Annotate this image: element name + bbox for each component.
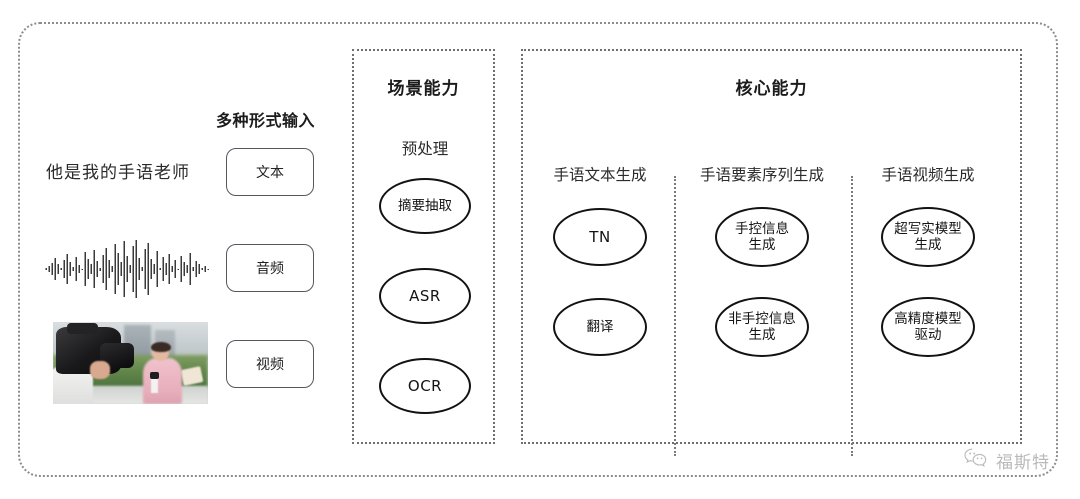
scene-panel-title: 场景能力: [387, 79, 460, 99]
outer-frame: [18, 22, 1058, 477]
watermark: 福斯特: [963, 447, 1050, 473]
watermark-text: 福斯特: [996, 452, 1050, 473]
wechat-icon: [963, 447, 989, 473]
audio-waveform-icon: [44, 238, 212, 300]
core-node-manual-signal[interactable]: 手控信息 生成: [715, 207, 809, 267]
core-capability-panel: 核心能力 手语文本生成 TN 翻译 手语要素序列生成 手控信息 生成 非手控信息…: [521, 49, 1022, 456]
core-group-heading-sign-elements: 手语要素序列生成: [699, 166, 825, 184]
sample-text-label: 他是我的手语老师: [46, 163, 190, 183]
modality-pill-text[interactable]: 文本: [226, 148, 314, 196]
core-node-high-precision-model[interactable]: 高精度模型 驱动: [881, 297, 975, 357]
scene-capability-panel: 场景能力 预处理 摘要抽取 ASR OCR: [352, 49, 495, 444]
core-node-translation[interactable]: 翻译: [553, 298, 647, 356]
modality-pill-audio[interactable]: 音频: [226, 244, 314, 292]
core-group-heading-sign-text: 手语文本生成: [553, 166, 647, 184]
input-column-header: 多种形式输入: [216, 111, 316, 130]
scene-node-summary-extraction[interactable]: 摘要抽取: [379, 178, 471, 234]
modality-pill-video[interactable]: 视频: [226, 340, 314, 388]
video-thumbnail-icon: [53, 322, 208, 404]
core-panel-divider-2: [851, 176, 853, 456]
scene-group-heading-preprocess: 预处理: [401, 140, 449, 158]
core-node-photoreal-model[interactable]: 超写实模型 生成: [881, 207, 975, 267]
core-node-tn[interactable]: TN: [553, 208, 647, 266]
core-panel-divider-1: [674, 176, 676, 456]
core-group-heading-sign-video: 手语视频生成: [881, 166, 975, 184]
core-panel-title: 核心能力: [735, 79, 808, 99]
core-node-non-manual-signal[interactable]: 非手控信息 生成: [715, 297, 809, 357]
scene-node-asr[interactable]: ASR: [379, 268, 471, 324]
scene-node-ocr[interactable]: OCR: [379, 358, 471, 414]
